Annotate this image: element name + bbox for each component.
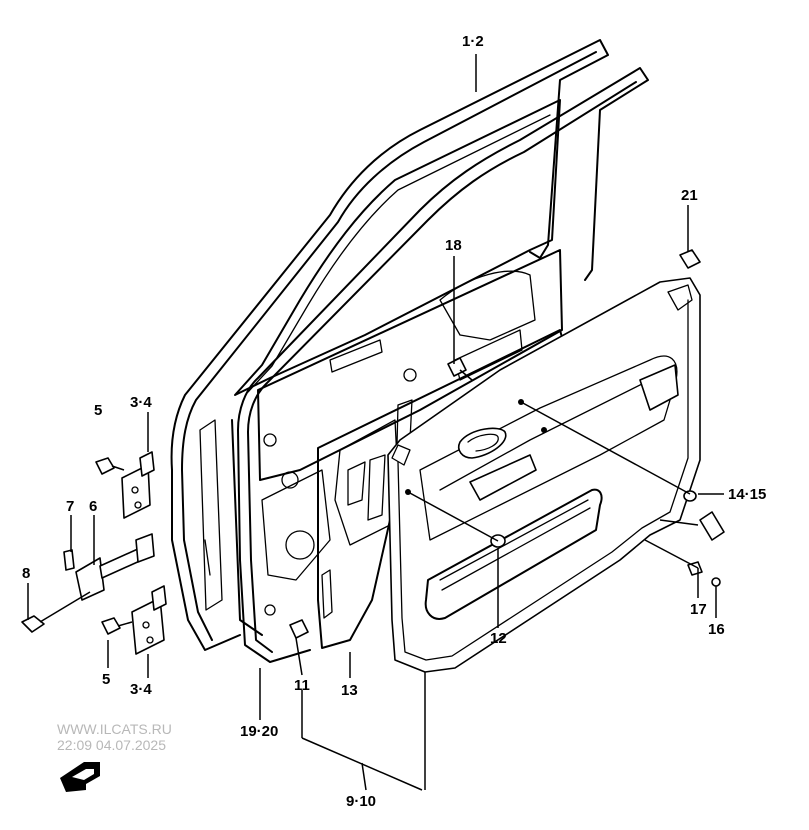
upper-hinge <box>121 451 155 519</box>
callout-12: 12 <box>490 630 507 647</box>
callout-11: 11 <box>294 677 310 694</box>
callout-21: 21 <box>681 187 698 204</box>
weatherstrip <box>237 67 649 663</box>
front-arrow-icon <box>60 762 100 792</box>
lower-hinge <box>131 585 167 655</box>
watermark-site: WWW.ILCATS.RU <box>57 721 172 737</box>
hinge-bolt-bottom <box>101 617 133 635</box>
callout-18: 18 <box>445 237 462 254</box>
callout-labels: 1·2 21 18 5 3·4 7 6 8 14·15 17 16 12 5 3… <box>22 33 766 810</box>
callout-9-10: 9·10 <box>346 793 376 810</box>
callout-8: 8 <box>22 565 30 582</box>
callout-5-bottom: 5 <box>102 671 110 688</box>
door-trim-panel <box>387 277 701 673</box>
callout-1-2: 1·2 <box>462 33 484 50</box>
callout-5-top: 5 <box>94 402 102 419</box>
clip-14-15 <box>683 490 725 541</box>
watermark: WWW.ILCATS.RU 22:09 04.07.2025 <box>57 721 172 753</box>
callout-7: 7 <box>66 498 74 515</box>
callout-3-4-top: 3·4 <box>130 394 152 411</box>
door-shell <box>170 39 609 651</box>
cap-16 <box>711 577 721 587</box>
callout-16: 16 <box>708 621 725 638</box>
watermark-datetime: 22:09 04.07.2025 <box>57 737 166 753</box>
callout-13: 13 <box>341 682 358 699</box>
clip-21 <box>679 249 701 269</box>
leader-lines <box>27 54 724 791</box>
callout-6: 6 <box>89 498 97 515</box>
callout-3-4-bottom: 3·4 <box>130 681 152 698</box>
door-check <box>21 533 155 633</box>
callout-19-20: 19·20 <box>240 723 278 740</box>
callout-14-15: 14·15 <box>728 486 766 503</box>
callout-17: 17 <box>690 601 707 618</box>
clip-11 <box>289 619 309 639</box>
hinge-bolt-top <box>95 457 125 475</box>
